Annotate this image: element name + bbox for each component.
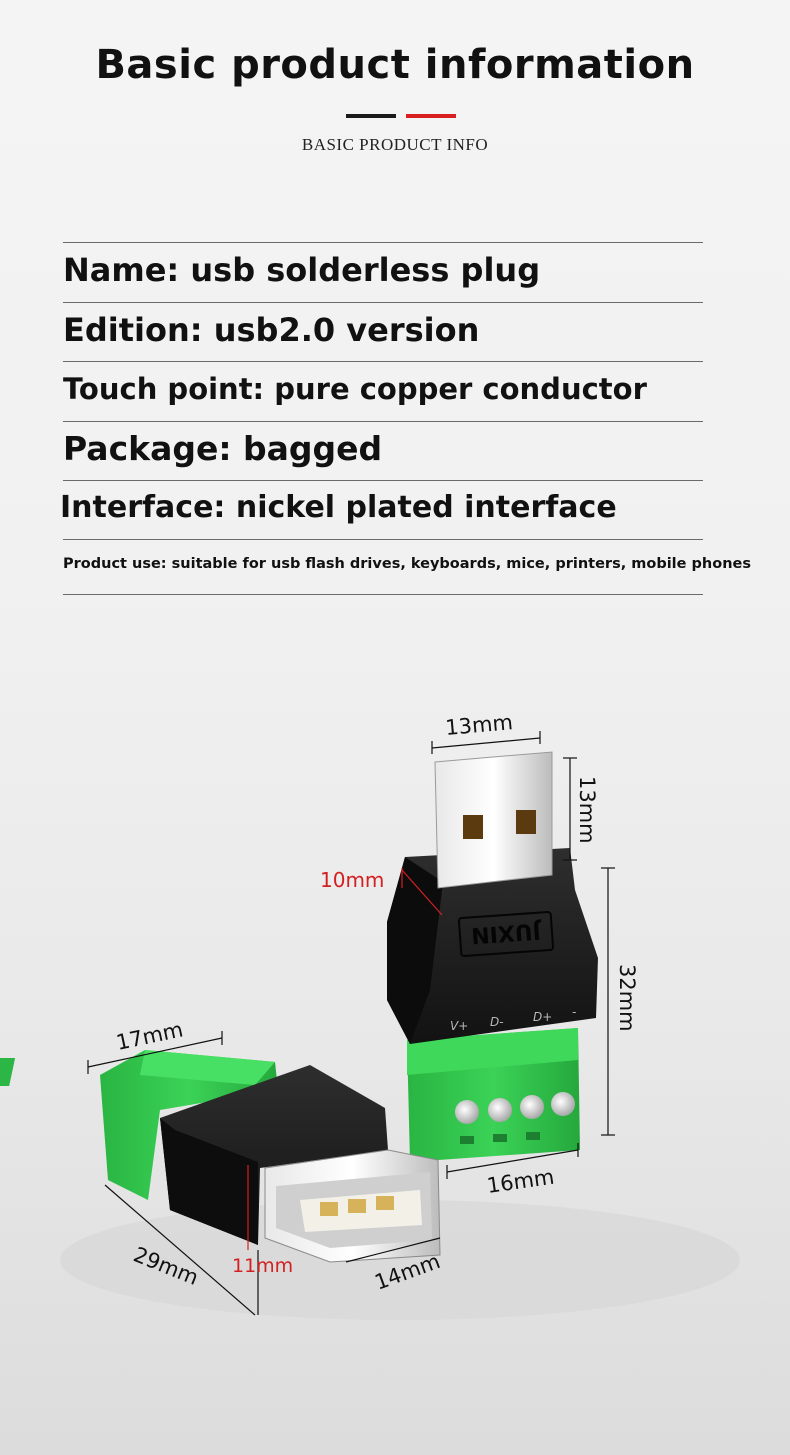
dim-plug-length: 13mm (575, 776, 599, 844)
pin-label-ground: - (572, 1005, 576, 1019)
spec-row-interface: Interface: nickel plated interface (60, 480, 703, 539)
spec-product-use: Product use: suitable for usb flash driv… (63, 556, 751, 572)
spec-touch-point: Touch point: pure copper conductor (63, 372, 647, 406)
dim-terminal-width: 16mm (485, 1165, 555, 1198)
dim-socket-opening-height: 11mm (232, 1255, 293, 1277)
pin-label-d-plus: D+ (533, 1010, 552, 1024)
spec-row-product-use: Product use: suitable for usb flash driv… (63, 539, 751, 595)
title-underline-red (406, 114, 456, 118)
dim-plug-thickness: 10mm (320, 868, 384, 892)
dim-body-length: 32mm (615, 964, 639, 1032)
pin-label-d-minus: D- (490, 1015, 504, 1029)
spec-row-touch-point: Touch point: pure copper conductor (63, 361, 703, 421)
spec-package: Package: bagged (63, 429, 383, 468)
dimension-lines-red (247, 868, 443, 1250)
brand-mark: JUXIN (470, 917, 543, 947)
title-underline-dark (346, 114, 396, 118)
dim-plug-width: 13mm (444, 710, 513, 740)
spec-row-package: Package: bagged (63, 421, 703, 480)
spec-row-name: Name: usb solderless plug (63, 242, 703, 302)
spec-interface: Interface: nickel plated interface (60, 490, 617, 525)
pin-label-v-plus: V+ (450, 1019, 468, 1033)
product-image: JUXIN V+ D- D+ - (0, 710, 740, 1320)
usb-socket-connector (0, 1050, 441, 1263)
spec-edition: Edition: usb2.0 version (63, 311, 480, 349)
dim-socket-terminal-width: 17mm (114, 1017, 185, 1055)
spec-row-edition: Edition: usb2.0 version (63, 302, 703, 361)
dimension-lines (87, 731, 615, 1316)
usb-plug-connector: JUXIN V+ D- D+ - (387, 751, 598, 1162)
spec-table: Name: usb solderless plug Edition: usb2.… (60, 242, 751, 595)
page-title: Basic product information (95, 42, 695, 88)
page-subtitle: BASIC PRODUCT INFO (301, 135, 489, 154)
spec-name: Name: usb solderless plug (63, 251, 541, 289)
